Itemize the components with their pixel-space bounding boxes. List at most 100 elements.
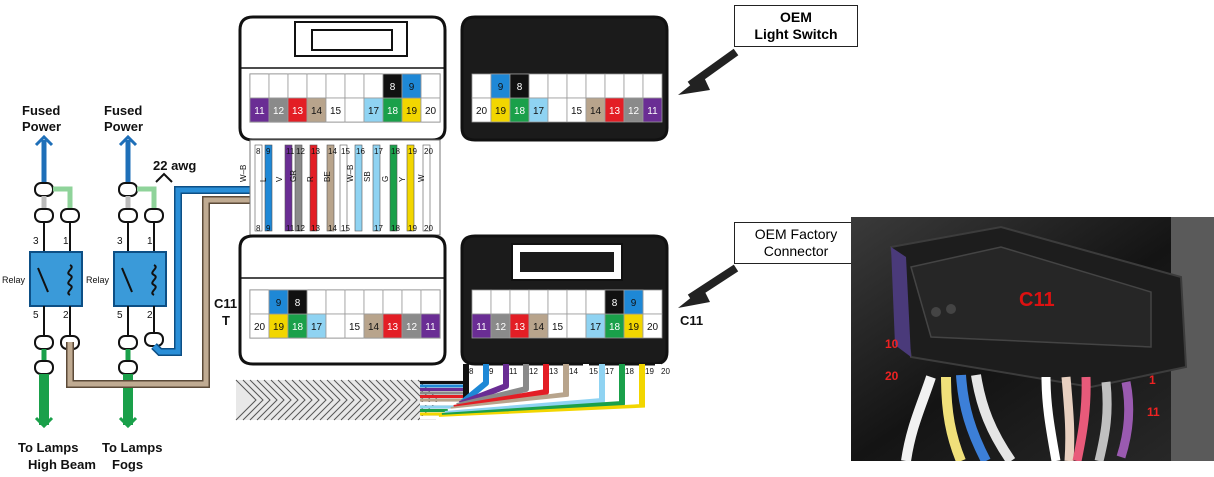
svg-text:11: 11: [425, 322, 436, 333]
svg-text:14: 14: [569, 367, 578, 376]
svg-text:20: 20: [661, 367, 670, 376]
oem-factory-connector-callout: OEM Factory Connector: [734, 222, 858, 264]
svg-text:11: 11: [254, 106, 265, 117]
svg-text:W–B: W–B: [346, 165, 355, 182]
svg-text:SB: SB: [363, 171, 372, 182]
svg-text:18: 18: [391, 224, 400, 233]
photo-pin-label: 20: [885, 369, 899, 383]
fused-power-label: Power: [104, 119, 143, 134]
svg-text:15: 15: [571, 106, 583, 117]
svg-text:17: 17: [590, 322, 602, 333]
svg-text:8: 8: [612, 298, 618, 309]
photo-connector-title: C11: [1019, 289, 1055, 311]
svg-text:G: G: [381, 176, 390, 182]
svg-text:19: 19: [408, 147, 417, 156]
svg-text:11: 11: [476, 322, 487, 333]
svg-text:14: 14: [533, 322, 545, 333]
fused-power-label: Power: [22, 119, 61, 134]
svg-text:18: 18: [609, 322, 621, 333]
svg-text:8: 8: [390, 82, 396, 93]
relay-pin-5: 5: [117, 310, 123, 321]
svg-text:20: 20: [424, 224, 433, 233]
svg-text:17: 17: [605, 367, 614, 376]
svg-text:Y: Y: [398, 176, 407, 182]
svg-text:18: 18: [391, 147, 400, 156]
svg-text:8: 8: [469, 367, 474, 376]
svg-text:8: 8: [256, 224, 261, 233]
svg-text:11: 11: [286, 147, 295, 156]
svg-text:13: 13: [311, 147, 320, 156]
svg-text:18: 18: [387, 106, 399, 117]
svg-text:14: 14: [328, 147, 337, 156]
svg-text:12: 12: [406, 322, 418, 333]
svg-text:12: 12: [495, 322, 507, 333]
destination-label: High Beam: [28, 457, 96, 472]
svg-text:15: 15: [341, 147, 350, 156]
oem-light-switch-callout: OEM Light Switch: [734, 5, 858, 47]
svg-text:17: 17: [533, 106, 545, 117]
relay-label: Relay: [2, 275, 26, 285]
svg-text:9: 9: [266, 147, 271, 156]
svg-text:13: 13: [514, 322, 526, 333]
callout-text: OEM Factory: [754, 226, 838, 242]
svg-text:19: 19: [628, 322, 640, 333]
svg-text:9: 9: [498, 82, 504, 93]
svg-text:19: 19: [273, 322, 285, 333]
destination-label: To Lamps: [102, 440, 162, 455]
relay-circuit-right: Fused Power 3 1 Relay 5 2 To Lamps Fogs: [86, 103, 167, 472]
svg-text:18: 18: [625, 367, 634, 376]
svg-text:17: 17: [311, 322, 323, 333]
svg-text:13: 13: [292, 106, 304, 117]
svg-text:20: 20: [425, 106, 437, 117]
relay-pin-2: 2: [147, 310, 153, 321]
callout-text: Connector: [763, 243, 829, 259]
svg-text:V: V: [275, 176, 284, 182]
fused-power-label: Fused: [104, 103, 142, 118]
svg-text:15: 15: [552, 322, 564, 333]
svg-text:13: 13: [549, 367, 558, 376]
svg-text:12: 12: [273, 106, 285, 117]
destination-label: To Lamps: [18, 440, 78, 455]
svg-text:14: 14: [328, 224, 337, 233]
photo-pin-label: 10: [885, 337, 899, 351]
svg-text:17: 17: [374, 224, 383, 233]
photo-pin-label: 11: [1147, 405, 1160, 419]
svg-text:W–B: W–B: [239, 165, 248, 182]
relay-label: Relay: [86, 275, 110, 285]
relay-body: [29, 251, 83, 307]
c11-label: T: [222, 313, 230, 328]
svg-text:BE: BE: [323, 171, 332, 182]
svg-text:20: 20: [254, 322, 266, 333]
svg-text:9: 9: [276, 298, 282, 309]
svg-text:20: 20: [424, 147, 433, 156]
svg-text:R: R: [306, 176, 315, 182]
svg-text:11: 11: [509, 367, 518, 376]
svg-text:17: 17: [374, 147, 383, 156]
svg-text:9: 9: [409, 82, 415, 93]
fused-power-label: Fused: [22, 103, 60, 118]
relay-pin-3: 3: [117, 236, 123, 247]
wire-gauge-label: 22 awg: [153, 158, 196, 173]
photo-pin-label: 1: [1149, 373, 1156, 387]
svg-text:19: 19: [408, 224, 417, 233]
svg-text:13: 13: [311, 224, 320, 233]
svg-text:19: 19: [645, 367, 654, 376]
callout-text: Light Switch: [754, 26, 838, 42]
svg-text:L: L: [259, 177, 268, 182]
callout-arrow: [678, 48, 739, 95]
svg-text:13: 13: [609, 106, 621, 117]
svg-text:8: 8: [256, 147, 261, 156]
relay-circuit-left: Fused Power 3 1 Relay 5 2 To Lamps High …: [2, 103, 96, 472]
callout-text: OEM: [780, 9, 812, 25]
svg-text:15: 15: [349, 322, 361, 333]
svg-text:13: 13: [387, 322, 399, 333]
svg-text:12: 12: [628, 106, 640, 117]
svg-text:12: 12: [296, 224, 305, 233]
svg-text:11: 11: [647, 106, 658, 117]
flat-cable: [235, 379, 466, 421]
svg-text:15: 15: [589, 367, 598, 376]
svg-text:9: 9: [266, 224, 271, 233]
connector-photo: C11 10 20 1 11: [851, 217, 1214, 461]
svg-text:15: 15: [341, 224, 350, 233]
